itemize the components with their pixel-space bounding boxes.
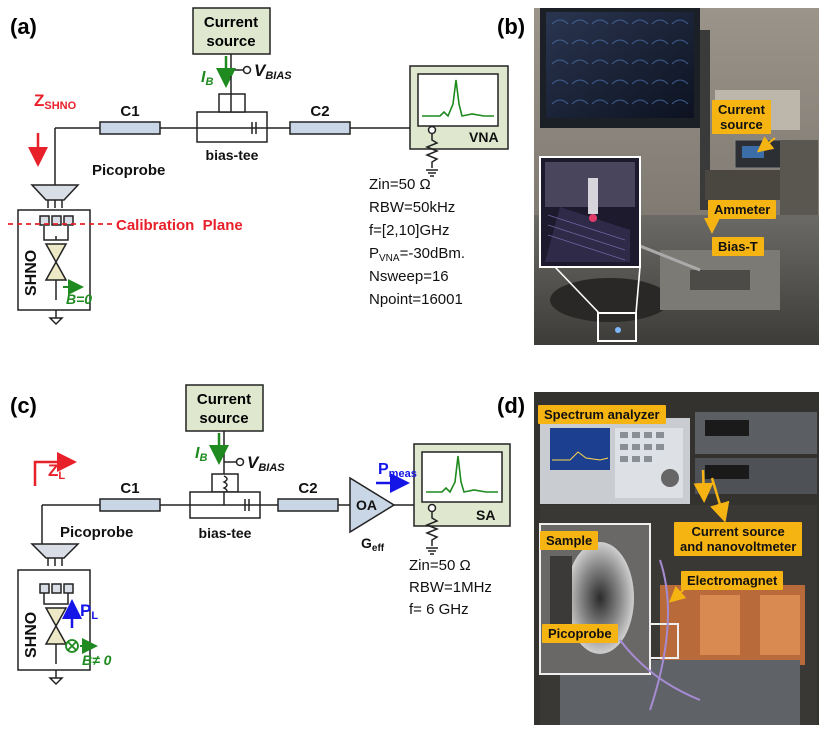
- c2-label-a: C2: [310, 103, 329, 120]
- current-source-box: [192, 7, 271, 55]
- param-zin-c: Zin=50 Ω: [409, 557, 471, 574]
- photo-label-picoprobe: Picoprobe: [542, 624, 618, 643]
- shno-label-c: SHNO: [23, 612, 40, 658]
- c1-label-c: C1: [120, 480, 139, 497]
- b-field-label-a: B=0: [66, 291, 92, 307]
- bias-tee-label-a: bias-tee: [206, 147, 259, 163]
- circuit-c: [17, 384, 511, 686]
- param-nsweep-a: Nsweep=16: [369, 268, 449, 285]
- ib-label-c: IB: [195, 445, 207, 464]
- vbias-label-c: VBIAS: [247, 453, 285, 474]
- photo-label-current-source-b: Current source: [712, 100, 771, 134]
- photo-label-sample: Sample: [540, 531, 599, 550]
- photo-b: [534, 8, 819, 345]
- vna-label: VNA: [469, 129, 499, 145]
- photo-d: [534, 392, 819, 725]
- vbias-label-a: VBIAS: [254, 61, 292, 82]
- pl-label: PL: [80, 601, 98, 622]
- param-power-a: PVNA=-30dBm.: [369, 245, 465, 264]
- c1-capacitor: [99, 121, 161, 135]
- shno-label-a: SHNO: [23, 250, 40, 296]
- panel-label-c: (c): [10, 393, 37, 418]
- ib-label-a: IB: [201, 69, 213, 88]
- c1-label-a: C1: [120, 103, 139, 120]
- photo-label-bias-t: Bias-T: [712, 237, 764, 256]
- current-source-label-a1: Current: [204, 14, 258, 31]
- picoprobe-label-a: Picoprobe: [92, 162, 165, 179]
- c2-capacitor-c: [277, 498, 339, 512]
- param-freq-a: f=[2,10]GHz: [369, 222, 449, 239]
- current-source-label-a2: source: [206, 33, 255, 50]
- current-source-box-c: [185, 384, 264, 432]
- current-source-label-c2: source: [199, 410, 248, 427]
- amplifier-oa: [349, 476, 396, 534]
- c2-label-c: C2: [298, 480, 317, 497]
- c2-capacitor: [289, 121, 351, 135]
- zshno-label: ZSHNO: [34, 91, 77, 112]
- param-freq-c: f= 6 GHz: [409, 601, 469, 618]
- circuit-a: [8, 7, 509, 326]
- bias-tee-label-c: bias-tee: [199, 525, 252, 541]
- oa-label: OA: [356, 497, 377, 513]
- picoprobe-a: [30, 184, 80, 201]
- photo-label-spectrum-analyzer: Spectrum analyzer: [538, 405, 666, 424]
- current-source-label-c1: Current: [197, 391, 251, 408]
- b-field-label-c: B≠ 0: [82, 652, 112, 668]
- sa-label: SA: [476, 507, 495, 523]
- panel-label-d: (d): [497, 393, 525, 418]
- picoprobe-label-c: Picoprobe: [60, 524, 133, 541]
- c1-capacitor-c: [99, 498, 161, 512]
- param-npoint-a: Npoint=16001: [369, 291, 463, 308]
- geff-label: Geff: [361, 535, 385, 554]
- pmeas-label: Pmeas: [378, 461, 417, 480]
- photo-label-ammeter: Ammeter: [708, 200, 777, 219]
- photo-label-current-source-d: Current source and nanovoltmeter: [674, 522, 803, 556]
- photo-label-electromagnet: Electromagnet: [681, 571, 784, 590]
- panel-label-a: (a): [10, 14, 37, 39]
- calibration-plane-label: Calibration Plane: [116, 217, 243, 234]
- panel-label-b: (b): [497, 14, 525, 39]
- param-rbw-c: RBW=1MHz: [409, 579, 492, 596]
- zl-label: ZL: [48, 461, 65, 482]
- param-zin-a: Zin=50 Ω: [369, 176, 431, 193]
- picoprobe-c: [30, 543, 80, 559]
- param-rbw-a: RBW=50kHz: [369, 199, 455, 216]
